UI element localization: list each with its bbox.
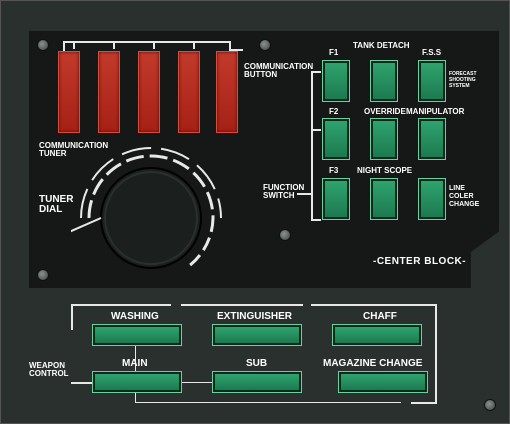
override-label: OVERRIDE <box>364 107 406 116</box>
screw-icon <box>484 399 496 411</box>
f2-button[interactable] <box>322 118 350 160</box>
f2-label: F2 <box>329 107 339 116</box>
connector-line <box>63 41 229 43</box>
tuner-knob-rim <box>104 171 198 265</box>
function-switch-label: FUNCTION SWITCH <box>263 183 305 200</box>
tuner-scale <box>87 154 215 219</box>
center-block-label: -CENTER BLOCK- <box>373 256 467 267</box>
main-label: MAIN <box>122 358 148 369</box>
function-bracket <box>297 193 311 195</box>
tuner-scale-right <box>188 217 215 268</box>
screw-icon <box>37 269 49 281</box>
weapon-frame <box>135 339 136 375</box>
f1-button[interactable] <box>322 60 350 102</box>
communication-button-1[interactable] <box>58 51 80 133</box>
sub-button[interactable] <box>212 371 302 393</box>
connector-line <box>229 49 243 51</box>
tuner-dial[interactable] <box>71 136 241 286</box>
manipulator-label: MANIPULATOR <box>406 107 465 116</box>
fss-button[interactable] <box>418 60 446 102</box>
weapon-control-label: WEAPON CONTROL <box>29 361 69 378</box>
communication-button-2[interactable] <box>98 51 120 133</box>
communication-button-3[interactable] <box>138 51 160 133</box>
fss-description: FORECAST SHOOTING SYSTEM <box>449 71 477 89</box>
function-bracket <box>311 219 321 221</box>
line-color-change-label: LINE COLER CHANGE <box>449 185 480 209</box>
connector-line <box>153 41 155 49</box>
weapon-frame <box>435 304 437 404</box>
manipulator-button[interactable] <box>418 118 446 160</box>
fss-label: F.S.S <box>422 48 442 57</box>
weapon-frame <box>71 304 171 306</box>
extinguisher-label: EXTINGUISHER <box>217 311 293 322</box>
night-scope-label: NIGHT SCOPE <box>357 166 413 175</box>
connector-line <box>193 41 195 49</box>
weapon-frame <box>71 382 93 384</box>
tank-detach-label: TANK DETACH <box>353 41 410 50</box>
weapon-frame <box>135 402 401 403</box>
function-bracket <box>311 129 321 131</box>
communication-button-5[interactable] <box>216 51 238 133</box>
line-color-change-button[interactable] <box>418 178 446 220</box>
communication-button-label: COMMUNICATION BUTTON <box>244 62 314 79</box>
chaff-button[interactable] <box>332 324 422 346</box>
magazine-change-button[interactable] <box>338 371 428 393</box>
screw-icon <box>279 229 291 241</box>
connector-line <box>73 41 75 49</box>
connector-line <box>229 41 231 49</box>
extinguisher-button[interactable] <box>212 324 302 346</box>
connector-line <box>113 41 115 49</box>
magazine-change-label: MAGAZINE CHANGE <box>323 358 423 369</box>
washing-button[interactable] <box>92 324 182 346</box>
f1-label: F1 <box>329 48 339 57</box>
tuner-pointer-line <box>71 217 102 233</box>
main-button[interactable] <box>92 371 182 393</box>
chaff-label: CHAFF <box>363 311 397 322</box>
tuner-scale-outer <box>80 147 222 219</box>
weapon-frame <box>135 393 136 403</box>
tuner-knob[interactable] <box>100 167 202 269</box>
function-bracket <box>311 71 321 73</box>
screw-icon <box>37 39 49 51</box>
tank-detach-button[interactable] <box>370 60 398 102</box>
weapon-frame <box>411 402 437 404</box>
override-button[interactable] <box>370 118 398 160</box>
washing-label: WASHING <box>111 311 159 322</box>
f3-label: F3 <box>329 166 339 175</box>
sub-label: SUB <box>246 358 268 369</box>
weapon-frame <box>181 382 213 383</box>
weapon-frame <box>311 304 437 306</box>
function-bracket <box>311 71 313 219</box>
night-scope-button[interactable] <box>370 178 398 220</box>
tuner-dial-label: TUNER DIAL <box>39 194 74 215</box>
weapon-frame <box>181 304 303 306</box>
weapon-frame <box>71 304 73 330</box>
f3-button[interactable] <box>322 178 350 220</box>
communication-tuner-label: COMMUNICATION TUNER <box>39 141 109 158</box>
screw-icon <box>259 39 271 51</box>
communication-button-4[interactable] <box>178 51 200 133</box>
